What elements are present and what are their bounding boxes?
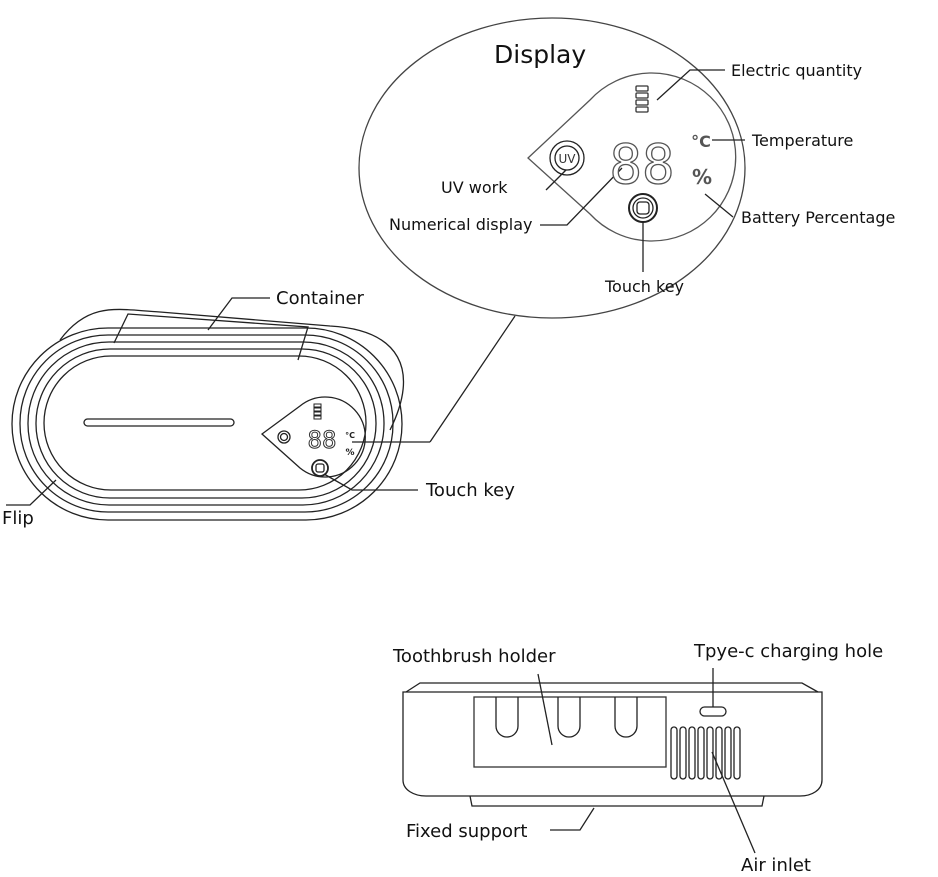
leader-air-inlet (711, 751, 756, 854)
label-temperature: Temperature (752, 131, 854, 150)
label-electric-quantity: Electric quantity (731, 61, 863, 80)
front-face-inner (43, 355, 367, 491)
label-container: Container (276, 288, 364, 309)
bottom-rim (405, 682, 819, 693)
device-battery-icon (313, 403, 322, 420)
leader-touch-key-front (323, 473, 418, 491)
zoom-celsius-symbol: °C (691, 132, 711, 151)
leader-fixed-support (550, 807, 595, 831)
label-air-inlet: Air inlet (741, 855, 811, 876)
toothbrush-holder-frame (473, 696, 667, 768)
device-back-shell (59, 308, 405, 431)
label-touch-key-zoom: Touch key (605, 277, 685, 296)
display-title: Display (494, 40, 587, 69)
leader-uv-work (545, 169, 567, 191)
label-battery-percentage: Battery Percentage (741, 208, 896, 227)
touch-key-icon (628, 193, 658, 223)
label-fixed-support: Fixed support (406, 821, 528, 842)
label-touch-key-front: Touch key (426, 480, 515, 501)
front-digits: 88 (308, 426, 337, 454)
label-flip: Flip (2, 508, 34, 529)
zoom-percent-symbol: % (692, 165, 712, 189)
leader-container (207, 297, 270, 331)
display-zoom-ellipse (358, 17, 746, 319)
zoom-uv-symbol: UV (559, 152, 577, 166)
leader-electric-quantity (656, 69, 725, 101)
label-toothbrush-holder: Toothbrush holder (393, 646, 556, 667)
leader-numerical-display (540, 167, 623, 226)
device-touch-key-icon (311, 459, 329, 477)
air-inlet-grille (670, 726, 741, 780)
front-face-ring-4 (35, 348, 377, 499)
device-uv-icon (277, 430, 291, 444)
light-slit (83, 418, 235, 427)
bottom-body (402, 691, 823, 797)
battery-icon (635, 85, 649, 113)
display-panel-outline (527, 72, 737, 242)
label-numerical-display: Numerical display (389, 215, 533, 234)
front-celsius-symbol: °C (345, 431, 355, 440)
zoom-digits: 88 (609, 133, 674, 196)
container-lid (113, 313, 309, 361)
uv-icon (549, 140, 585, 176)
type-c-port-icon (699, 706, 727, 717)
holder-slot-1 (495, 697, 519, 738)
holder-slot-3 (614, 697, 638, 738)
leader-battery-percentage (704, 193, 734, 218)
front-face-ring-3 (27, 341, 385, 506)
label-uv-work: UV work (441, 178, 508, 197)
front-face-ring-2 (19, 334, 394, 513)
label-charging-hole: Tpye-c charging hole (694, 641, 884, 662)
zoom-leader-line (429, 315, 516, 443)
leader-flip (6, 479, 57, 506)
front-percent-symbol: % (345, 448, 354, 458)
leader-toothbrush-holder (537, 673, 553, 746)
holder-slot-2 (557, 697, 581, 738)
front-face-outer (11, 327, 403, 521)
fixed-support-plate (469, 795, 765, 807)
